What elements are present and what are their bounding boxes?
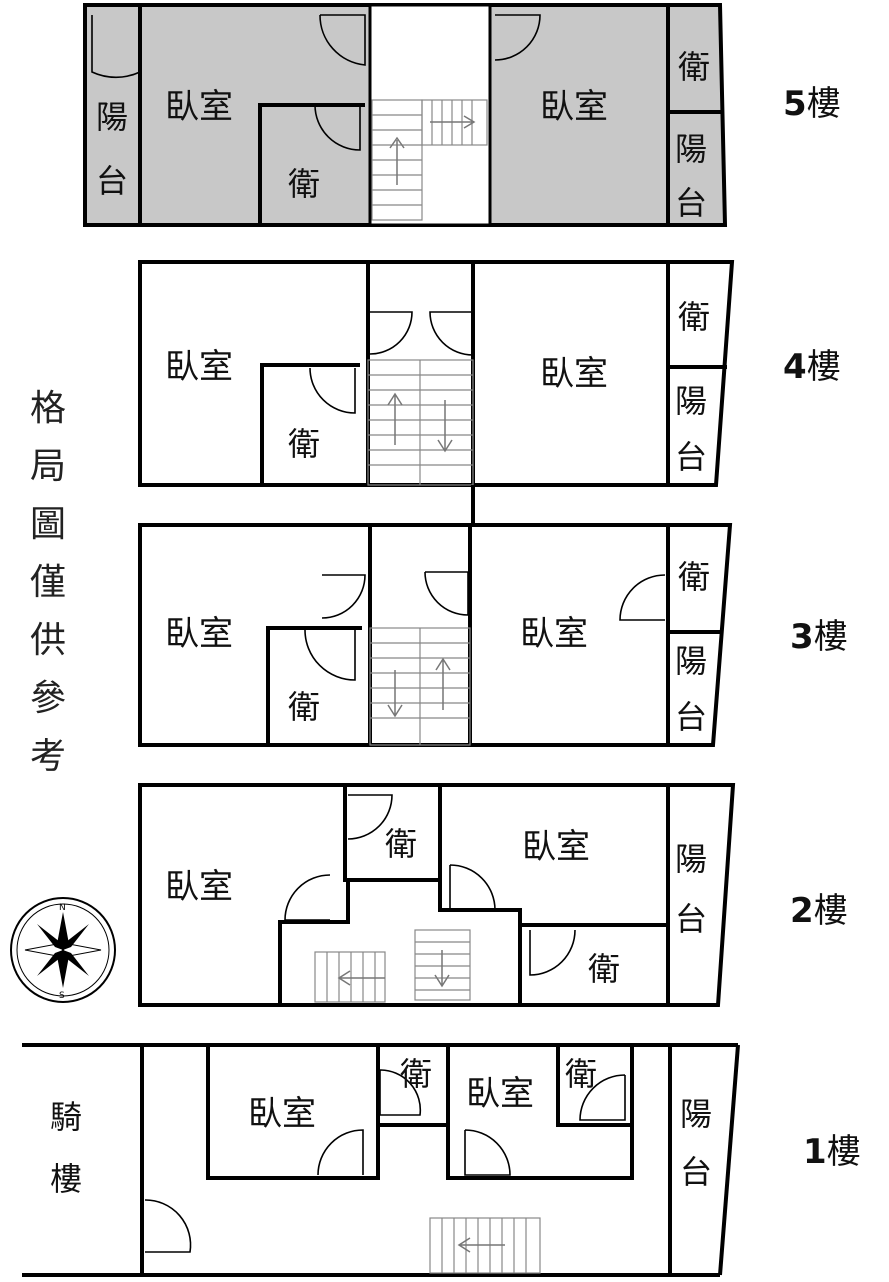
room-label-bath: 衛: [678, 298, 710, 336]
room-label-bath: 衛: [678, 48, 710, 86]
room-label-bath: 衛: [288, 165, 320, 203]
room-label-bath: 衛: [288, 688, 320, 726]
floor-label-5: 5樓: [783, 84, 841, 124]
room-label-bedroom: 臥室: [165, 87, 233, 127]
room-label-balcony-2: 台: [675, 184, 707, 222]
room-label-arcade-1: 騎: [50, 1098, 82, 1136]
note-char: 考: [30, 736, 66, 777]
room-label-arcade-2: 樓: [50, 1160, 82, 1198]
floor-5-plan: 臥室 臥室 衛 衛 陽 台 陽 台: [83, 3, 728, 227]
room-label-balcony-1: 陽: [675, 840, 707, 878]
note-char: 圖: [30, 504, 66, 545]
room-label-bedroom: 臥室: [522, 827, 590, 867]
room-label-balcony-1: 陽: [675, 642, 707, 680]
floor-label-2: 2樓: [790, 891, 848, 931]
floor-label-1: 1樓: [803, 1132, 861, 1172]
room-label-balcony-2: 台: [675, 900, 707, 938]
room-label-bedroom: 臥室: [165, 614, 233, 654]
room-label-balcony-2: 台: [675, 438, 707, 476]
room-label-bath: 衛: [678, 558, 710, 596]
room-label-bedroom: 臥室: [540, 354, 608, 394]
reference-note: 格 局 圖 僅 供 參 考: [30, 388, 66, 777]
floor-2-plan: 臥室 臥室 衛 衛 陽 台: [138, 783, 736, 1007]
room-label-bath: 衛: [288, 425, 320, 463]
room-label-bath: 衛: [385, 825, 417, 863]
room-label-bedroom: 臥室: [165, 867, 233, 907]
room-label-bath: 衛: [400, 1055, 432, 1093]
room-label-balcony-1: 陽: [675, 130, 707, 168]
room-label-balcony-2: 台: [680, 1153, 712, 1191]
room-label-balcony-1: 陽: [680, 1095, 712, 1133]
floor-3-plan: 臥室 臥室 衛 衛 陽 台: [138, 523, 733, 747]
floor-4-plan: 臥室 臥室 衛 衛 陽 台: [138, 260, 735, 525]
room-label-bedroom: 臥室: [165, 347, 233, 387]
room-label-bedroom: 臥室: [520, 614, 588, 654]
room-label-bath: 衛: [588, 950, 620, 988]
floor-label-3: 3樓: [790, 617, 848, 657]
note-char: 僅: [30, 562, 66, 603]
room-label-balcony-2: 台: [675, 698, 707, 736]
floor-label-4: 4樓: [783, 347, 841, 387]
floor-labels: 5樓 4樓 3樓 2樓 1樓: [783, 84, 861, 1172]
note-char: 參: [30, 678, 66, 719]
room-label-bedroom: 臥室: [466, 1074, 534, 1114]
note-char: 供: [30, 620, 66, 661]
room-label-bath: 衛: [565, 1055, 597, 1093]
compass-north-label: N: [59, 903, 66, 913]
room-label-bedroom: 臥室: [248, 1094, 316, 1134]
compass-south-label: S: [59, 991, 65, 1001]
room-label-bedroom: 臥室: [540, 87, 608, 127]
note-char: 格: [30, 388, 66, 429]
room-label-balcony-1: 陽: [675, 382, 707, 420]
floor-1-plan: 臥室 臥室 衛 衛 陽 台 騎 樓: [22, 1043, 740, 1277]
room-label-balcony-1: 陽: [96, 98, 128, 136]
note-char: 局: [30, 446, 66, 487]
room-label-balcony-2: 台: [96, 162, 128, 200]
compass-icon: N S: [10, 897, 116, 1003]
